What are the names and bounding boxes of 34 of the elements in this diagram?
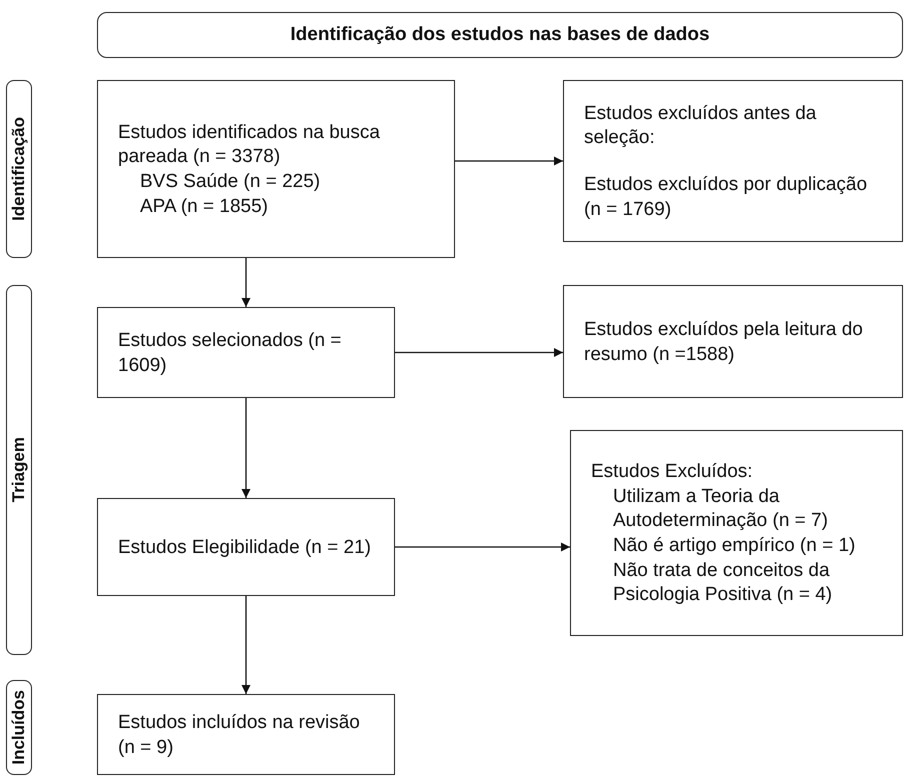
arrow (395, 348, 563, 357)
arrow (242, 596, 250, 694)
box-text: Estudos Elegibilidade (n = 21) (118, 536, 372, 560)
arrow (242, 258, 250, 307)
process-box (563, 80, 903, 242)
process-box (563, 285, 903, 398)
box-text: Estudos excluídos pela leitura do resumo (n =1588) (584, 318, 864, 366)
box-text: Estudos selecionados (n = 1609) (118, 328, 342, 378)
phase-band (6, 285, 32, 655)
arrow (455, 156, 563, 166)
process-box (97, 694, 395, 775)
phase-label: Identificação (9, 117, 29, 221)
phase-label: Triagem (9, 437, 29, 503)
box-text: Estudos excluídos antes da seleção: (584, 102, 818, 150)
box-text: BVS Saúde (n = 225) (139, 170, 322, 194)
phase-band (6, 680, 32, 775)
box-text: Estudos Excluídos: (591, 460, 754, 484)
arrow (242, 398, 250, 498)
process-box (97, 307, 395, 398)
title-text: Identificação dos estudos nas bases de dados (290, 24, 710, 46)
process-box (97, 498, 395, 596)
box-text: Estudos identificados na busca pareada (n = 3378) (118, 120, 381, 170)
box-text: Não é artigo empírico (n = 1) (612, 534, 856, 558)
process-box (570, 430, 903, 636)
phase-label: Incluídos (9, 690, 29, 765)
box-text: APA (n = 1855) (139, 194, 269, 219)
title-box (97, 12, 903, 58)
box-text: Utilizam a Teoria da Autodeterminação (n = 7) (612, 484, 829, 534)
box-text: Estudos excluídos por duplicação (n = 1769) (584, 173, 868, 222)
arrow (395, 542, 570, 552)
phase-band (6, 80, 32, 258)
box-text: Estudos incluídos na revisão (n = 9) (118, 710, 361, 760)
process-box (97, 80, 455, 258)
box-text: Não trata de conceitos da Psicologia Positiva (n = 4) (612, 558, 834, 608)
